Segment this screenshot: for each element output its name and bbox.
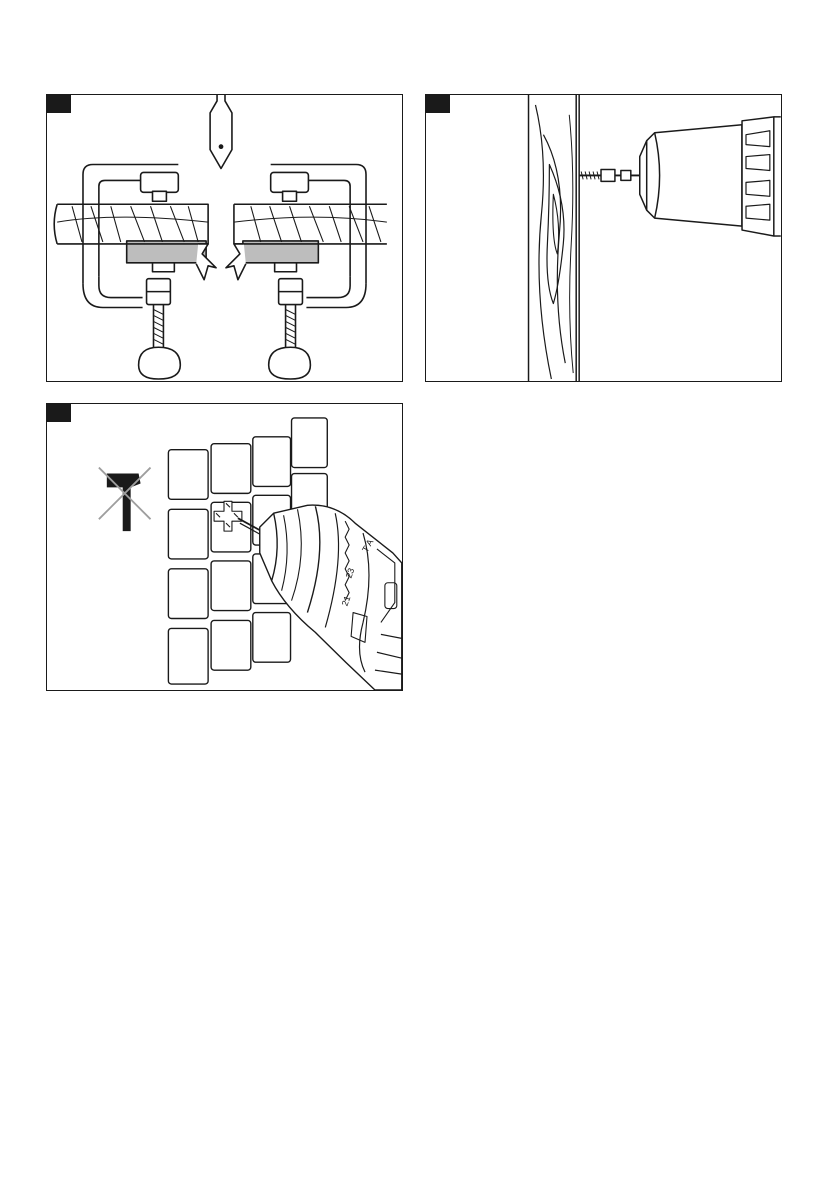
screwdriving-illustration [426, 95, 781, 381]
figure-number-tag [426, 95, 450, 113]
figure-drilling-tile: 23 21 T A [46, 403, 403, 691]
right-clamp [243, 165, 366, 380]
figure-clamped-board [46, 94, 403, 382]
drill-bit [238, 518, 260, 534]
masking-tape-cross [214, 501, 242, 531]
screw-icon [579, 169, 643, 181]
left-clamp [83, 165, 206, 380]
figure-screwdriving-wood [425, 94, 782, 382]
spade-bit-icon [210, 95, 232, 168]
figure-number-tag [47, 404, 71, 422]
drill-chuck [640, 117, 781, 236]
tile-drilling-illustration: 23 21 T A [47, 404, 402, 690]
figure-number-tag [47, 95, 71, 113]
clamp-illustration [47, 95, 402, 381]
wood-board [529, 95, 580, 381]
